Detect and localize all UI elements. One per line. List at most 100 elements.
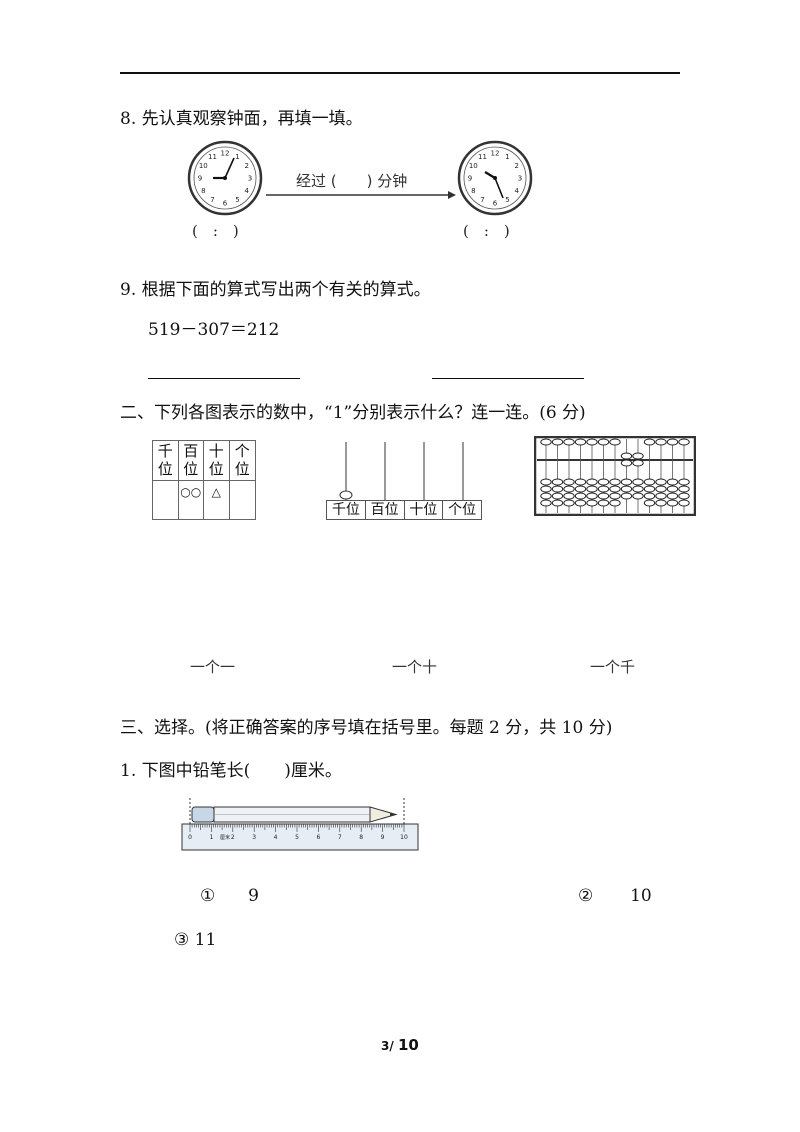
clock-number: 1 xyxy=(505,153,509,161)
choice-1-mark: ① xyxy=(200,886,216,906)
counting-frame xyxy=(339,442,464,500)
abacus-bead xyxy=(609,499,621,507)
abacus-bead xyxy=(643,478,656,486)
answer-line-1[interactable] xyxy=(148,378,300,379)
table-header: 个位 xyxy=(229,441,255,481)
abacus-bead xyxy=(620,452,633,460)
clock-number: 9 xyxy=(198,175,202,183)
left-time-answer[interactable]: ( : ) xyxy=(192,222,239,240)
q9-text: 9. 根据下面的算式写出两个有关的算式。 xyxy=(120,280,431,300)
abacus-bead xyxy=(678,499,690,507)
ruler-number: 7 xyxy=(338,834,342,841)
abacus-bead xyxy=(609,478,621,486)
option-tens[interactable]: 一个十 xyxy=(392,658,438,676)
ruler-number: 4 xyxy=(274,834,278,841)
abacus-bead xyxy=(586,499,598,507)
frame-label: 百位 xyxy=(366,501,405,519)
abacus-bead xyxy=(632,478,644,486)
ruler-number: 0 xyxy=(188,834,192,841)
counting-frame-base: 千位 百位 十位 个位 xyxy=(326,500,482,520)
choice-3[interactable]: ③ 11 xyxy=(174,930,216,950)
ruler-number: 10 xyxy=(400,834,408,841)
ruler-number: 2 xyxy=(231,834,235,841)
clock-number: 10 xyxy=(469,162,478,170)
clock-number: 11 xyxy=(208,153,217,161)
arrow-label: 经过 ( ) 分钟 xyxy=(296,172,408,190)
place-value-table: 千位 百位 十位 个位 ○○ △ xyxy=(152,440,256,520)
abacus-bead xyxy=(563,499,575,507)
abacus-bead xyxy=(597,478,610,486)
abacus-bead xyxy=(540,438,552,446)
abacus-bead xyxy=(620,485,633,493)
clock-number: 1 xyxy=(235,153,239,161)
abacus-bead xyxy=(609,492,621,500)
choice-1-value: 9 xyxy=(248,886,259,906)
choice-2[interactable]: ② 10 xyxy=(578,886,652,906)
abacus-bead xyxy=(609,438,621,446)
section3-title: 三、选择。(将正确答案的序号填在括号里。每题 2 分，共 10 分) xyxy=(120,718,613,738)
abacus-bead xyxy=(678,438,690,446)
clock-number: 7 xyxy=(210,196,214,204)
abacus-bead xyxy=(678,485,690,493)
q1-text: 1. 下图中铅笔长( )厘米。 xyxy=(120,761,342,781)
abacus-bead xyxy=(574,499,587,507)
abacus-bead xyxy=(655,438,667,446)
ruler-unit: 厘米 xyxy=(220,834,230,841)
abacus-bead xyxy=(678,492,690,500)
abacus-bead xyxy=(597,438,610,446)
abacus-bead xyxy=(586,492,598,500)
clock-number: 9 xyxy=(468,175,472,183)
abacus-bead xyxy=(655,485,667,493)
abacus-bead xyxy=(551,492,564,500)
page-separator: / xyxy=(389,1039,394,1053)
abacus-bead xyxy=(643,499,656,507)
clock-number: 3 xyxy=(518,175,522,183)
clock-number: 10 xyxy=(199,162,208,170)
answer-line-2[interactable] xyxy=(432,378,584,379)
abacus-bead xyxy=(666,478,679,486)
clock-number: 4 xyxy=(244,187,249,195)
abacus-bead xyxy=(563,478,575,486)
abacus-bead xyxy=(620,492,633,500)
ruler-number: 5 xyxy=(295,834,299,841)
clock-number: 5 xyxy=(235,196,239,204)
page-number: 3/ 10 xyxy=(381,1036,419,1054)
clock-number: 8 xyxy=(201,187,205,195)
abacus-bead xyxy=(632,492,644,500)
clock-number: 3 xyxy=(248,175,252,183)
clock-number: 2 xyxy=(514,162,518,170)
abacus-bead xyxy=(609,485,621,493)
ruler-number: 1 xyxy=(209,834,213,841)
abacus-bead xyxy=(655,492,667,500)
abacus-bead xyxy=(643,485,656,493)
top-rule xyxy=(120,72,680,74)
abacus-bead xyxy=(666,492,679,500)
choice-3-mark: ③ xyxy=(174,930,190,950)
abacus-bead xyxy=(574,438,587,446)
page-total: 10 xyxy=(397,1036,419,1054)
clock-number: 7 xyxy=(480,196,484,204)
clock-number: 6 xyxy=(493,200,498,208)
option-ones[interactable]: 一个一 xyxy=(190,658,236,676)
option-thousands[interactable]: 一个千 xyxy=(590,658,636,676)
clock-number: 11 xyxy=(478,153,487,161)
abacus-bead xyxy=(563,485,575,493)
page-current: 3 xyxy=(381,1039,390,1053)
abacus-bead xyxy=(551,478,564,486)
abacus-bead xyxy=(666,499,679,507)
table-header: 千位 xyxy=(153,441,179,481)
right-time-answer[interactable]: ( : ) xyxy=(463,222,510,240)
abacus-bead xyxy=(574,478,587,486)
frame-label: 十位 xyxy=(405,501,444,519)
ruler-number: 3 xyxy=(252,834,256,841)
abacus-bead xyxy=(586,485,598,493)
table-header: 十位 xyxy=(204,441,230,481)
abacus-bead xyxy=(563,492,575,500)
clock-number: 8 xyxy=(471,187,475,195)
arrow xyxy=(266,191,456,199)
clock-number: 4 xyxy=(514,187,519,195)
clock-number: 6 xyxy=(223,200,228,208)
choice-1[interactable]: ① 9 xyxy=(200,886,259,906)
